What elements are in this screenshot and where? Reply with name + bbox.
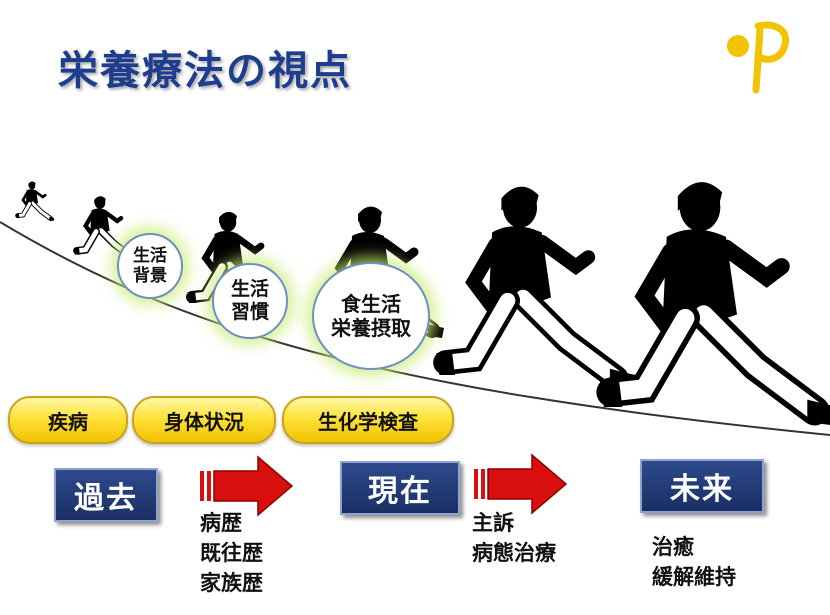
box-future: 未来 [640,459,764,513]
arrow-right-icon [200,455,294,517]
box-present: 現在 [340,461,460,515]
pill-physical-condition: 身体状況 [132,396,276,444]
page-title: 栄養療法の視点 [58,48,352,94]
runner-icon [16,182,54,221]
bubble-diet-nutrition: 食生活 栄養摂取 [312,262,430,370]
slope-curve [0,221,830,436]
arrow-right-icon [474,453,568,515]
notes-present: 主訴 病態治療 [472,511,556,565]
box-past: 過去 [54,468,158,522]
notes-past: 病歴 既往歴 家族歴 [200,511,263,595]
runner-icon [600,182,830,425]
bubble-life-background: 生活 背景 [117,233,183,299]
notes-future: 治癒 緩解維持 [652,535,736,589]
pill-disease: 疾病 [8,396,128,444]
logo-icon [727,21,789,94]
runner-icon [436,187,634,391]
bubble-life-habits: 生活 習慣 [212,263,288,339]
pill-biochemical-test: 生化学検査 [282,396,454,444]
